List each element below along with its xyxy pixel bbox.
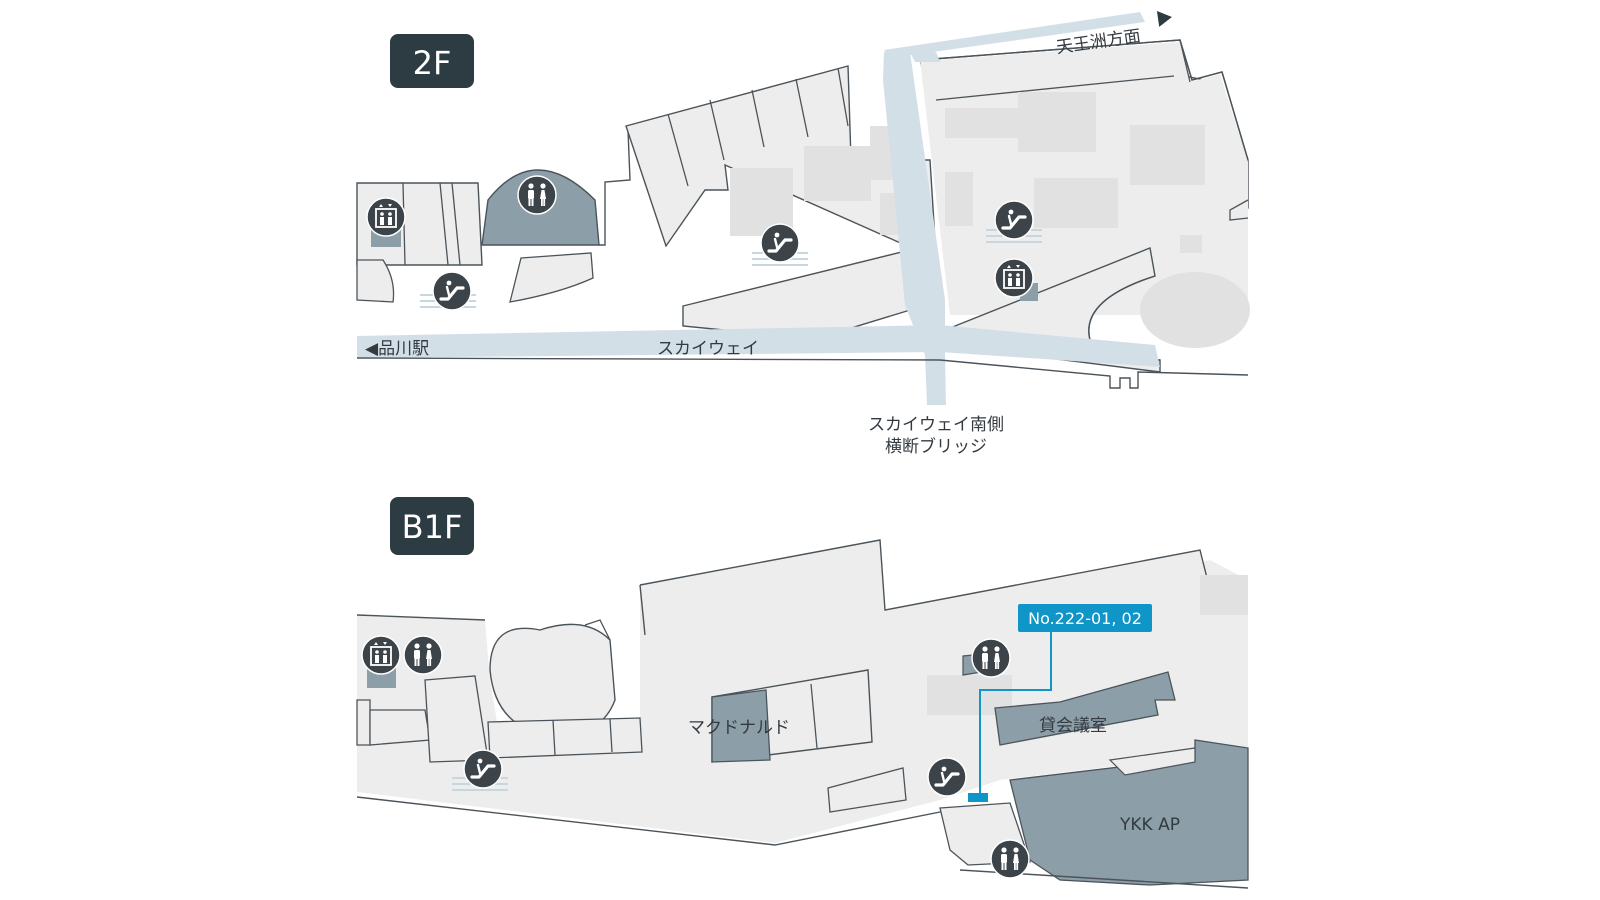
elevator-icon[interactable] (366, 197, 406, 237)
escalator-icon[interactable] (759, 222, 801, 264)
elevator-icon[interactable] (994, 258, 1034, 298)
floor-badge-2f: 2F (390, 34, 474, 88)
escalator-icon[interactable] (926, 756, 968, 798)
escalator-icon[interactable] (431, 270, 473, 312)
shinagawa-station-label: ◀品川駅 (365, 339, 429, 359)
ykk-ap-label: YKK AP (1119, 815, 1180, 835)
floor-label-2f: 2F (413, 44, 452, 82)
restroom-icon[interactable] (517, 175, 557, 215)
unit-marker[interactable] (968, 793, 988, 802)
floor-b1f: B1F (356, 497, 1249, 889)
unit-callout-box[interactable] (1018, 604, 1152, 632)
elevator-icon[interactable] (361, 635, 401, 675)
floor-label-b1f: B1F (402, 508, 463, 546)
direction-arrow-icon (1156, 11, 1172, 27)
mcdonalds-label: マクドナルド (688, 718, 790, 738)
bridge-label-line1: スカイウェイ南側 (868, 415, 1004, 435)
restroom-icon[interactable] (990, 839, 1030, 879)
escalator-icon[interactable] (462, 748, 504, 790)
skyway-label: スカイウェイ (657, 339, 759, 359)
restroom-icon[interactable] (403, 635, 443, 675)
floor-badge-b1f: B1F (390, 497, 474, 555)
bridge-label-line2: 横断ブリッジ (885, 436, 987, 457)
rental-room-label: 貸会議室 (1039, 716, 1107, 736)
unit-callout-label: No.222-01, 02 (1028, 609, 1142, 628)
restroom-icon[interactable] (971, 638, 1011, 678)
escalator-icon[interactable] (993, 199, 1035, 241)
floor-2f: 2F (356, 11, 1250, 457)
